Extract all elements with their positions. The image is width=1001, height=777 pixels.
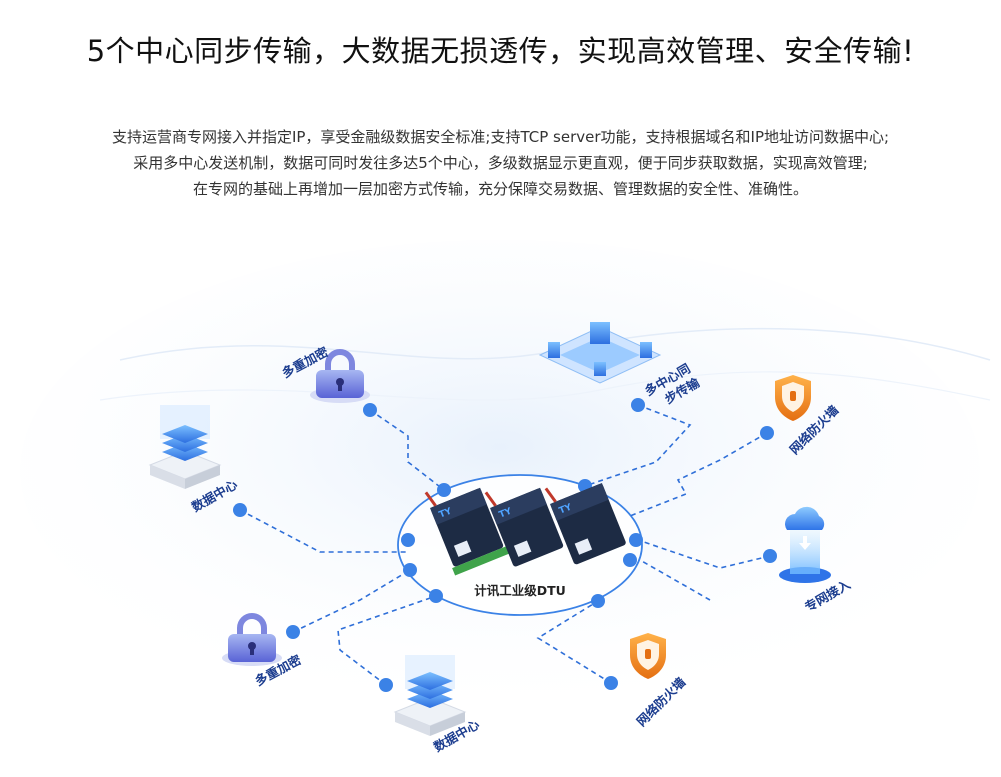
dot (631, 398, 645, 412)
connector-datacenter-left (239, 509, 408, 553)
connector-multicenter (584, 404, 692, 487)
dtu-device-1: TY (424, 487, 509, 576)
device-brand: TY (558, 502, 574, 516)
dot (604, 676, 618, 690)
dtu-device-3: TY (544, 483, 626, 565)
device-brand: TY (498, 506, 514, 520)
page-headline: 5个中心同步传输，大数据无损透传，实现高效管理、安全传输! (86, 34, 915, 68)
dot (760, 426, 774, 440)
description-line-2: 采用多中心发送机制，数据可同时发往多达5个中心，多级数据显示更直观，便于同步获取… (133, 154, 868, 172)
connector-firewall-bottom (536, 600, 612, 684)
description-block: 支持运营商专网接入并指定IP，享受金融级数据安全标准;支持TCP server功… (0, 124, 1001, 202)
connector-dots (233, 398, 777, 692)
server-stack-icon (393, 655, 467, 736)
connector-encrypt-bottom (292, 569, 411, 633)
device-brand: TY (438, 506, 454, 520)
ring-dot (629, 533, 643, 547)
connector-private-network (637, 539, 771, 569)
dot (286, 625, 300, 639)
ring-dot (591, 594, 605, 608)
cloud-icon (779, 506, 831, 583)
ring-dot (437, 483, 451, 497)
connector-firewall-right (629, 432, 768, 517)
server-stack-icon (148, 405, 222, 489)
shield-icon (775, 375, 811, 421)
background-glow (20, 240, 980, 700)
ring-dot (429, 589, 443, 603)
description-line-3: 在专网的基础上再增加一层加密方式传输，充分保障交易数据、管理数据的安全性、准确性… (192, 180, 808, 198)
dot (233, 503, 247, 517)
dtu-devices: TY TY TY (424, 483, 626, 576)
ring-dot (623, 553, 637, 567)
dot (363, 403, 377, 417)
connector-lines (239, 404, 771, 686)
ring-dot (403, 563, 417, 577)
dot (763, 549, 777, 563)
dtu-center-label: 计讯工业级DTU (474, 583, 566, 598)
dot (379, 678, 393, 692)
lock-icon (222, 613, 282, 666)
multi-center-icon (538, 322, 662, 384)
dtu-device-2: TY (484, 487, 564, 567)
ring-dot (401, 533, 415, 547)
connector-private-network-branch (639, 559, 711, 601)
connector-encrypt-top (369, 409, 445, 491)
description-line-1: 支持运营商专网接入并指定IP，享受金融级数据安全标准;支持TCP server功… (111, 128, 890, 146)
connector-datacenter-bottom (337, 595, 437, 686)
background-wave (99, 371, 991, 401)
lock-icon (310, 349, 370, 403)
shield-icon (630, 633, 666, 679)
